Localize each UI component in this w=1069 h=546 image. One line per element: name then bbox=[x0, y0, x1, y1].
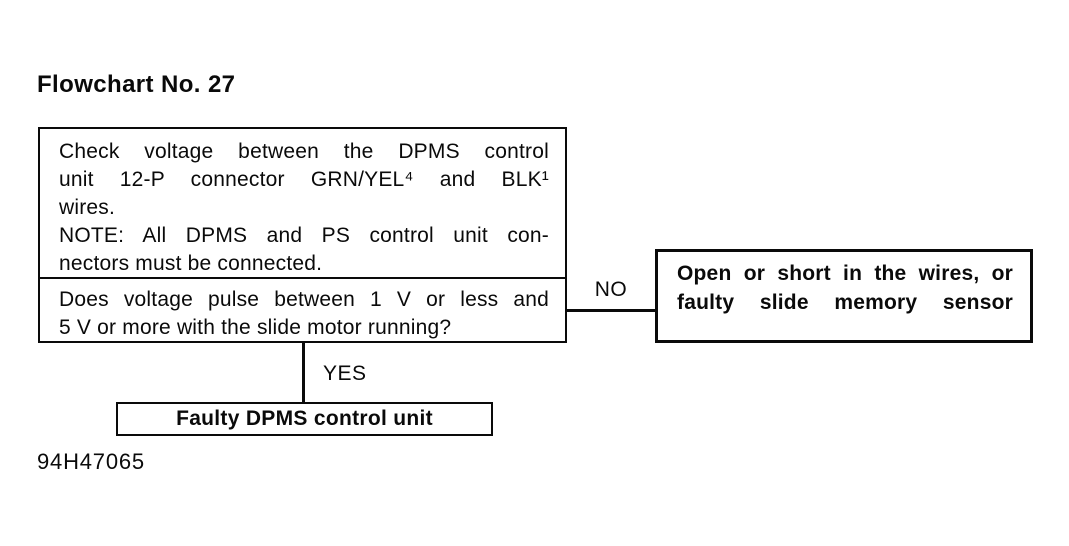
procedure-line-3: wires. bbox=[59, 196, 116, 219]
question-line-1: Does voltage pulse between 1 V or less a… bbox=[59, 288, 549, 311]
no-branch-label: NO bbox=[594, 278, 628, 301]
procedure-box: Check voltage between the DPMS control u… bbox=[38, 127, 567, 277]
no-result-line-2: faulty slide memory sensor bbox=[677, 291, 1013, 314]
procedure-line-4: NOTE: All DPMS and PS control unit con- bbox=[59, 224, 549, 247]
yes-result-box: Faulty DPMS control unit bbox=[116, 402, 493, 436]
no-result-box: Open or short in the wires, or faulty sl… bbox=[655, 249, 1033, 343]
no-connector-line bbox=[565, 309, 657, 312]
yes-result-label: Faulty DPMS control unit bbox=[176, 407, 433, 430]
no-result-line-1: Open or short in the wires, or bbox=[677, 262, 1013, 285]
yes-connector-line bbox=[302, 343, 305, 402]
page-title: Flowchart No. 27 bbox=[37, 71, 236, 98]
procedure-line-1: Check voltage between the DPMS control bbox=[59, 140, 549, 163]
procedure-line-5: nectors must be connected. bbox=[59, 252, 323, 275]
question-line-2: 5 V or more with the slide motor running… bbox=[59, 316, 452, 339]
yes-branch-label: YES bbox=[323, 362, 367, 385]
figure-code: 94H47065 bbox=[37, 449, 145, 474]
procedure-line-2: unit 12-P connector GRN/YEL⁴ and BLK¹ bbox=[59, 168, 549, 191]
question-box: Does voltage pulse between 1 V or less a… bbox=[38, 277, 567, 343]
